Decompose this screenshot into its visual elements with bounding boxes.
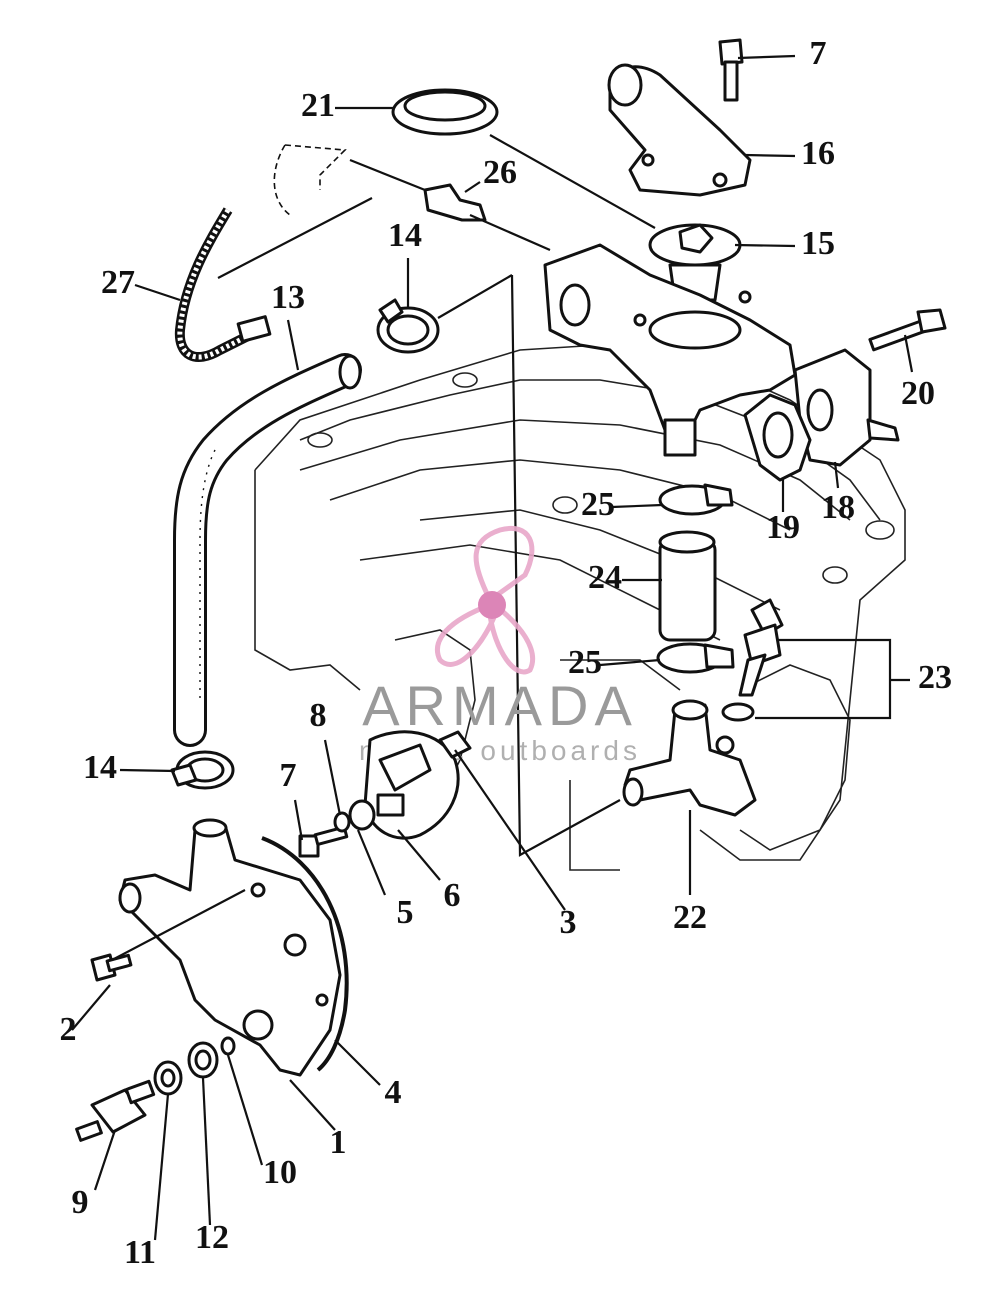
part-26-temp-sender	[349, 158, 487, 222]
part-2-bolt	[90, 953, 133, 982]
part-25-hose-clamp-upper	[658, 483, 734, 516]
part-19-gasket	[743, 393, 812, 482]
part-14-hose-clamp-lower	[170, 750, 235, 790]
part-10-small-o-ring	[220, 1036, 236, 1056]
callout-18: 18	[821, 489, 855, 526]
leader-lines	[71, 54, 914, 1241]
callout-13: 13	[271, 279, 305, 316]
part-25-hose-clamp-lower	[656, 642, 735, 674]
callout-2: 2	[60, 1011, 77, 1048]
part-24-short-hose	[658, 530, 717, 642]
callout-7-top: 7	[810, 35, 827, 72]
part-18-elbow-fitting	[793, 348, 900, 467]
callout-9: 9	[72, 1184, 89, 1221]
callout-4: 4	[385, 1074, 402, 1111]
callout-20: 20	[901, 375, 935, 412]
part-21-seal-ring	[391, 88, 499, 136]
callout-5: 5	[397, 894, 414, 931]
callout-25-upper: 25	[581, 486, 615, 523]
part-4-o-ring	[261, 836, 349, 1072]
part-22-water-inlet	[622, 699, 757, 817]
callout-3: 3	[560, 904, 577, 941]
propeller-logo-icon	[435, 526, 536, 675]
callout-24: 24	[588, 559, 622, 596]
part-5-washer	[348, 799, 376, 831]
part-3-key	[438, 730, 472, 759]
callout-14-top: 14	[388, 217, 422, 254]
sensor-bracket-outline	[273, 144, 291, 216]
callout-23: 23	[918, 659, 952, 696]
part-8-washer	[333, 811, 351, 833]
callout-27: 27	[101, 264, 135, 301]
callout-11: 11	[124, 1234, 156, 1271]
callout-7-left: 7	[280, 757, 297, 794]
callout-12: 12	[195, 1219, 229, 1256]
part-27-wire-harness	[174, 207, 272, 363]
part-9-pressure-sensor	[75, 1079, 156, 1142]
part-12-washer	[187, 1041, 219, 1079]
part-11-washer	[153, 1060, 183, 1096]
callout-15: 15	[801, 225, 835, 262]
callout-22: 22	[673, 899, 707, 936]
part-6-impeller	[363, 730, 460, 840]
part-13-radiator-hose	[173, 353, 362, 747]
part-20-bolt	[868, 308, 947, 352]
watermark-title: ARMADA	[362, 674, 638, 737]
part-23-temp-sensor	[721, 598, 784, 722]
callout-21: 21	[301, 87, 335, 124]
callout-1: 1	[330, 1124, 347, 1161]
callout-19: 19	[766, 509, 800, 546]
callout-10: 10	[263, 1154, 297, 1191]
part-1-water-pump-housing	[118, 818, 342, 1077]
callout-6: 6	[444, 877, 461, 914]
callout-26: 26	[483, 154, 517, 191]
callout-14-lower: 14	[83, 749, 117, 786]
callout-25-lower: 25	[568, 644, 602, 681]
sensor-bracket-wire	[284, 144, 347, 190]
part-7-bolt-top	[718, 38, 744, 102]
callout-16: 16	[801, 135, 835, 172]
part-16-thermostat-cover	[607, 63, 752, 197]
callout-8: 8	[310, 697, 327, 734]
callout-labels: 7 16 21 26 15 27 14 13 20 18 19 25 24 25…	[60, 35, 953, 1271]
assembly-leader-line	[510, 274, 621, 857]
part-14-hose-clamp-top	[376, 298, 440, 354]
water-outlet-housing	[543, 243, 797, 457]
